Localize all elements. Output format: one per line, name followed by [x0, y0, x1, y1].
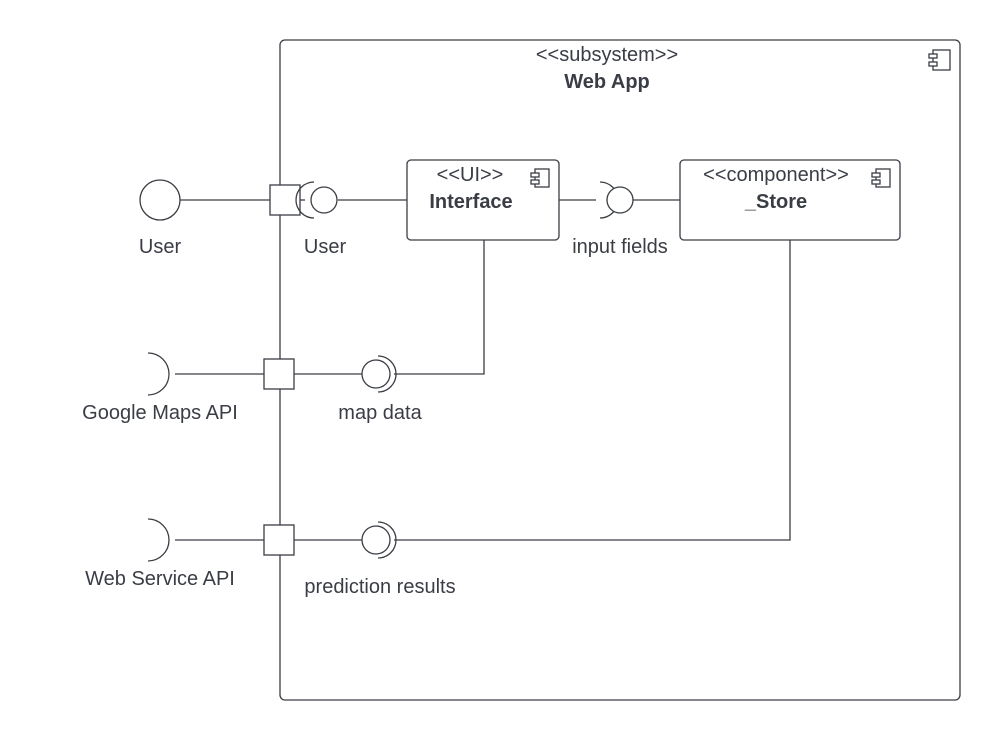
input-fields-label: input fields: [572, 236, 668, 258]
web-service-port[interactable]: [263, 524, 295, 556]
subsystem-stereotype: <<subsystem>>: [535, 44, 679, 66]
google-maps-socket[interactable]: [147, 352, 170, 396]
user-interface-label: User: [303, 236, 347, 258]
interface-title: Interface: [429, 191, 513, 213]
map-data-ball[interactable]: [361, 359, 391, 389]
external-user-label: User: [138, 236, 182, 258]
user-socket: [295, 181, 315, 219]
user-ball[interactable]: [310, 186, 338, 214]
subsystem-component-icon: [928, 49, 951, 71]
interface-map-data-connector: [394, 240, 485, 375]
store-stereotype: <<component>>: [703, 164, 849, 186]
prediction-results-ball[interactable]: [361, 525, 391, 555]
interface-stereotype: <<UI>>: [436, 164, 504, 186]
user-provided-interface[interactable]: [139, 179, 181, 221]
input-fields-ball[interactable]: [606, 186, 634, 214]
store-component-icon: [871, 168, 891, 188]
google-maps-label: Google Maps API: [82, 402, 238, 424]
map-data-label: map data: [338, 402, 422, 424]
store-prediction-connector: [394, 240, 791, 541]
web-service-label: Web Service API: [85, 568, 235, 590]
interface-component-icon: [530, 168, 550, 188]
prediction-results-label: prediction results: [304, 576, 456, 598]
google-maps-port[interactable]: [263, 358, 295, 390]
web-service-socket[interactable]: [147, 518, 170, 562]
store-title: _Store: [744, 191, 808, 213]
subsystem-title: Web App: [564, 71, 650, 93]
